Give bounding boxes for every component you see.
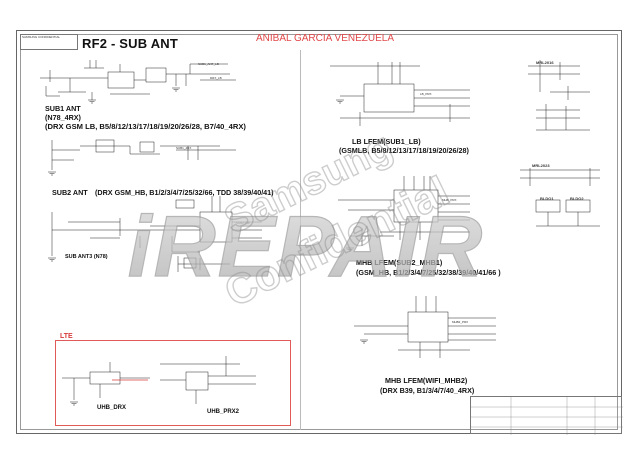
sub3-label: SUB ANT3 (N78): [65, 254, 108, 260]
net-label: SUB1_ANT_LB: [198, 62, 219, 66]
ref-mrl2016: MRL2016: [536, 60, 554, 65]
sub1-label-sub: (N78_4RX): [45, 113, 81, 122]
sheet-border: [16, 30, 622, 434]
net-label: LB_PRX: [420, 92, 432, 96]
mhb-wifi-label: MHB LFEM(WIFI_MHB2): [385, 376, 468, 385]
owner-text: ANIBAL GARCIA VENEZUELA: [256, 33, 395, 44]
lb-lfem-bands: (GSMLB, B5/8/12/13/17/18/19/20/26/28): [339, 146, 469, 155]
sub1-bands: (DRX GSM LB, B5/8/12/13/17/18/19/20/26/2…: [45, 122, 246, 131]
net-label: DRX_LB: [210, 76, 222, 80]
sub2-bands: (DRX GSM_HB, B1/2/3/4/7/25/32/66, TDD 38…: [95, 188, 274, 197]
lte-label: LTE: [60, 333, 73, 340]
mhb-lfem-ic: [393, 189, 439, 223]
sub1-label: SUB1 ANT: [45, 104, 81, 113]
sheet-divider: [300, 50, 301, 430]
ref-mrl2023: MRL2023: [532, 163, 550, 168]
mhb-wifi-lfem-ic: [407, 311, 449, 343]
corner-block-text: SAMSUNG CONFIDENTIAL: [22, 35, 61, 39]
sub2-label: SUB2 ANT: [52, 188, 88, 197]
ref-bldo2: BLDO2: [570, 196, 584, 201]
mhb-lfem-label: MHB LFEM(SUB2_MHB1): [356, 258, 443, 267]
net-label: MHB_PRX: [442, 198, 457, 202]
title-block-grid: [471, 397, 623, 435]
lb-lfem-ic: [363, 83, 415, 113]
sub2-switch-ic: [199, 211, 233, 243]
uhb-drx-label: UHB_DRX: [97, 405, 127, 411]
ref-bldo1: BLDO1: [540, 196, 554, 201]
mhb-wifi-bands: (DRX B39, B1/3/4/7/40_4RX): [380, 386, 475, 395]
net-label: SUB1_4RX: [176, 146, 192, 150]
sub1-switch-ic: [107, 71, 135, 89]
page-title: RF2 - SUB ANT: [82, 36, 179, 51]
sheet-inner-border: [20, 34, 618, 430]
lte-region-box: [55, 340, 291, 426]
mhb-lfem-bands: (GSM_HB, B1/2/3/4/7/25/32/38/39/40/41/66…: [356, 268, 501, 277]
lb-lfem-label: LB LFEM(SUB1_LB): [352, 137, 421, 146]
net-label: MHB2_PRX: [452, 320, 469, 324]
corner-title-block: SAMSUNG CONFIDENTIAL: [20, 34, 78, 50]
net-label: SUB2_HB: [236, 221, 250, 225]
uhb-prx2-label: UHB_PRX2: [207, 409, 240, 415]
title-block: [470, 396, 623, 435]
